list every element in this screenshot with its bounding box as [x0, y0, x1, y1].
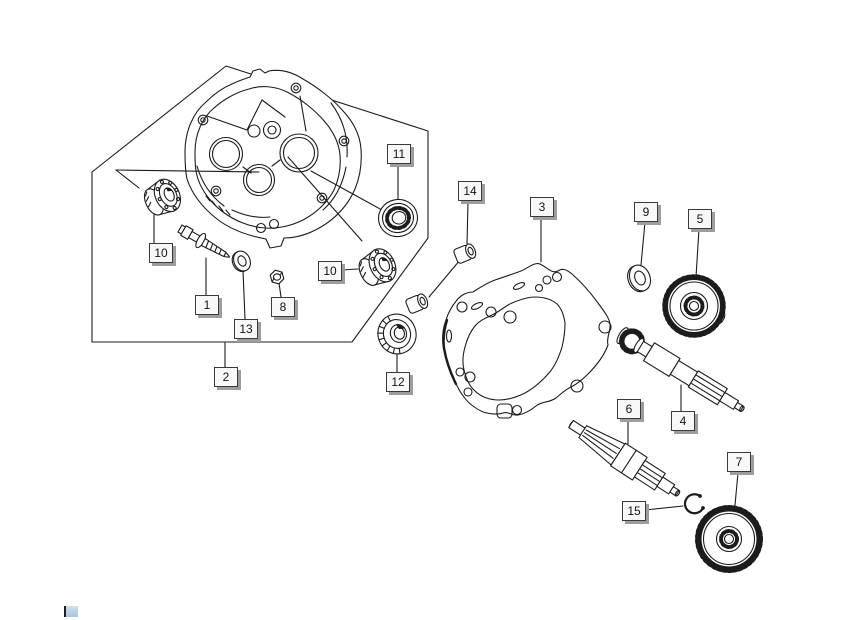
- washer-9: [627, 264, 652, 293]
- callout-3[interactable]: 3: [530, 197, 554, 217]
- callout-7[interactable]: 7: [727, 452, 751, 472]
- callout-15[interactable]: 15: [622, 501, 646, 521]
- leader-lines: [115, 156, 739, 511]
- circlip-15: [683, 493, 705, 515]
- callout-6[interactable]: 6: [617, 399, 641, 419]
- callout-11[interactable]: 11: [387, 144, 411, 164]
- stud-1: [177, 224, 231, 258]
- gear-7: [695, 505, 763, 573]
- bearing-11: [377, 198, 419, 238]
- bushing-14-lower: [404, 291, 431, 315]
- callout-10-right[interactable]: 10: [318, 261, 342, 281]
- washer-13: [231, 250, 251, 273]
- bearing-10-left: [138, 174, 187, 222]
- callout-10-left[interactable]: 10: [149, 243, 173, 263]
- callout-14[interactable]: 14: [458, 181, 482, 201]
- callout-12[interactable]: 12: [386, 372, 410, 392]
- assembly-box-outline: [91, 65, 429, 343]
- gear-5: [662, 274, 726, 338]
- callout-8[interactable]: 8: [271, 297, 295, 317]
- nut-8: [269, 269, 285, 285]
- callout-1[interactable]: 1: [195, 295, 219, 315]
- bearing-12: [377, 313, 417, 355]
- bushing-14-upper: [452, 241, 479, 265]
- callout-4[interactable]: 4: [671, 411, 695, 431]
- gearbox-cover-drawing: [184, 68, 362, 249]
- callout-5[interactable]: 5: [688, 209, 712, 229]
- gasket-3: [442, 263, 612, 419]
- callout-9[interactable]: 9: [634, 202, 658, 222]
- shaft-6: [568, 419, 681, 497]
- output-shaft-4: [616, 327, 745, 412]
- image-placeholder-icon: [64, 606, 78, 617]
- callout-13[interactable]: 13: [234, 319, 258, 339]
- callout-2[interactable]: 2: [214, 367, 238, 387]
